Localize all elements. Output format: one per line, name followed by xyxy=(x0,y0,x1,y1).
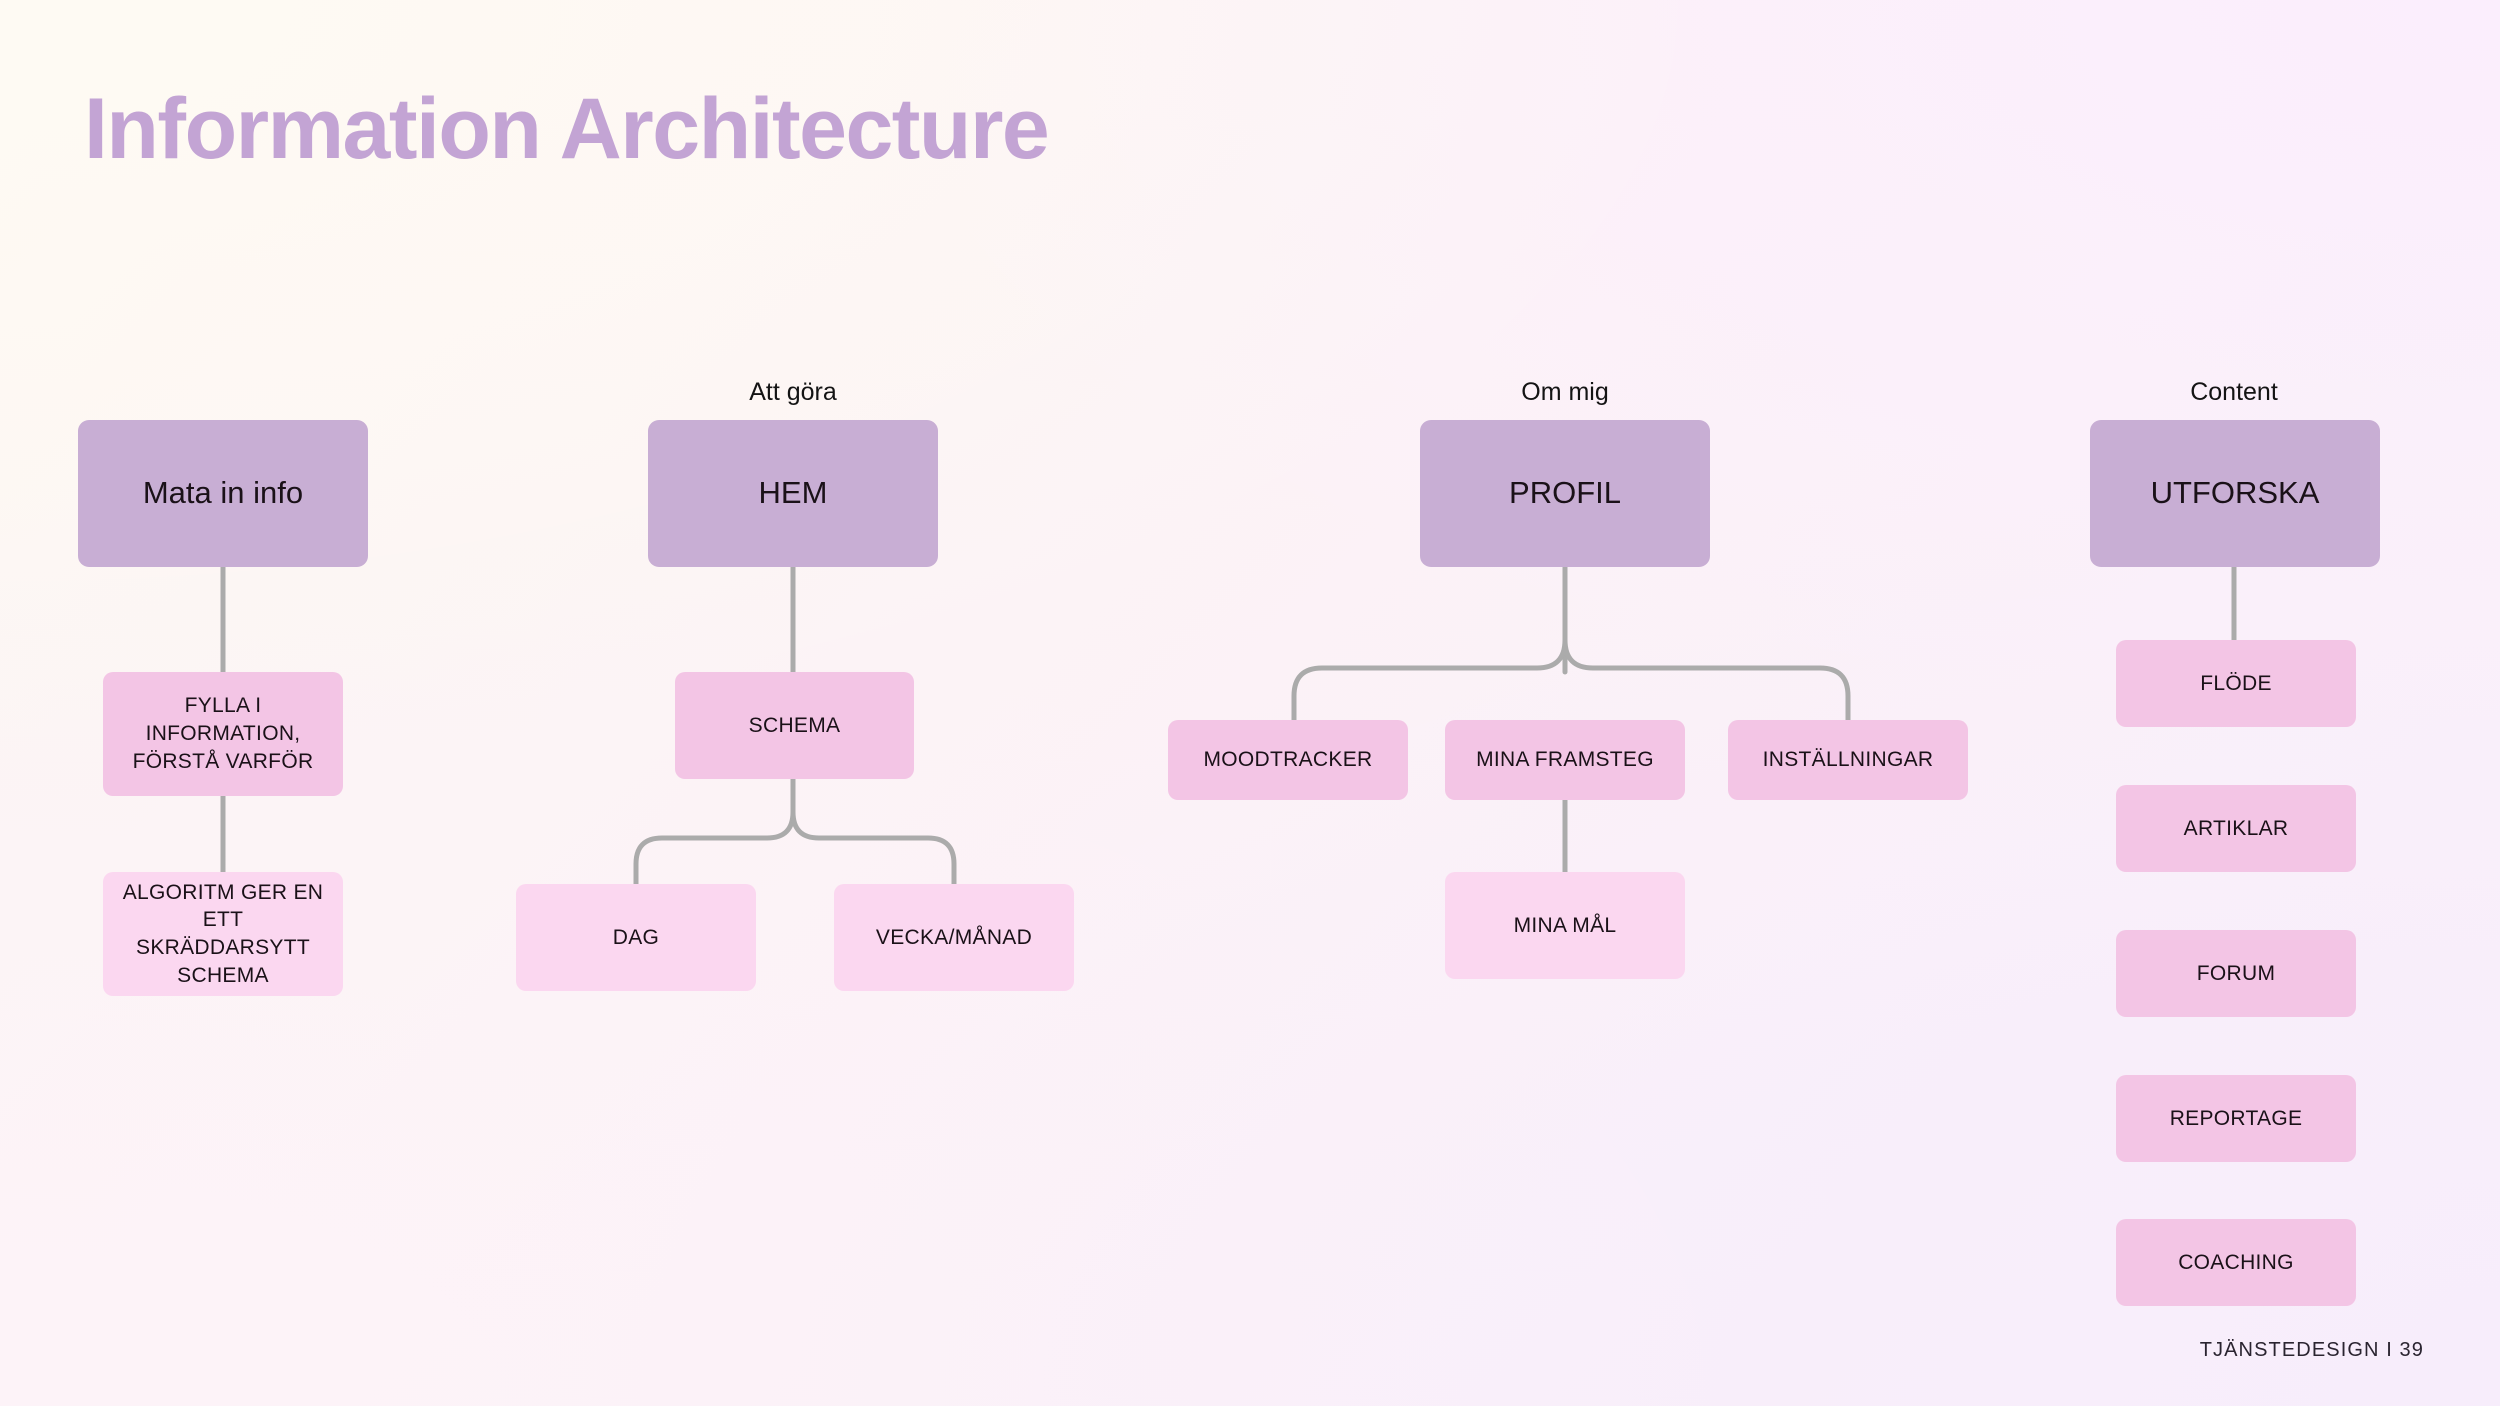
node-mata-in-info[interactable]: Mata in info xyxy=(78,420,368,567)
slide-footer: TJÄNSTEDESIGN I 39 xyxy=(2199,1339,2424,1361)
node-forum[interactable]: FORUM xyxy=(2116,930,2356,1017)
node-dag[interactable]: DAG xyxy=(516,884,756,991)
node-artiklar[interactable]: ARTIKLAR xyxy=(2116,785,2356,872)
node-coaching[interactable]: COACHING xyxy=(2116,1219,2356,1306)
column-header-2: Att göra xyxy=(749,378,837,406)
node-algoritm-schema[interactable]: ALGORITM GER EN ETT SKRÄDDARSYTT SCHEMA xyxy=(103,872,343,996)
node-flode[interactable]: FLÖDE xyxy=(2116,640,2356,727)
node-vecka-manad[interactable]: VECKA/MÅNAD xyxy=(834,884,1074,991)
node-installningar[interactable]: INSTÄLLNINGAR xyxy=(1728,720,1968,800)
node-hem[interactable]: HEM xyxy=(648,420,938,567)
page-title: Information Architecture xyxy=(84,81,1050,177)
node-mina-mal[interactable]: MINA MÅL xyxy=(1445,872,1685,979)
node-schema[interactable]: SCHEMA xyxy=(675,672,914,779)
node-reportage[interactable]: REPORTAGE xyxy=(2116,1075,2356,1162)
connector-col2-schema-branch xyxy=(633,776,796,887)
column-header-4: Content xyxy=(2190,378,2278,406)
connector-col3-branch-left xyxy=(1291,637,1568,723)
connector-col2-schema-branch-right xyxy=(790,809,957,887)
node-profil[interactable]: PROFIL xyxy=(1420,420,1710,567)
column-header-3: Om mig xyxy=(1521,378,1609,406)
connector-col3-branch-right xyxy=(1562,637,1851,723)
node-moodtracker[interactable]: MOODTRACKER xyxy=(1168,720,1408,800)
node-fylla-i-information[interactable]: FYLLA I INFORMATION, FÖRSTÅ VARFÖR xyxy=(103,672,343,796)
node-utforska[interactable]: UTFORSKA xyxy=(2090,420,2380,567)
node-mina-framsteg[interactable]: MINA FRAMSTEG xyxy=(1445,720,1685,800)
